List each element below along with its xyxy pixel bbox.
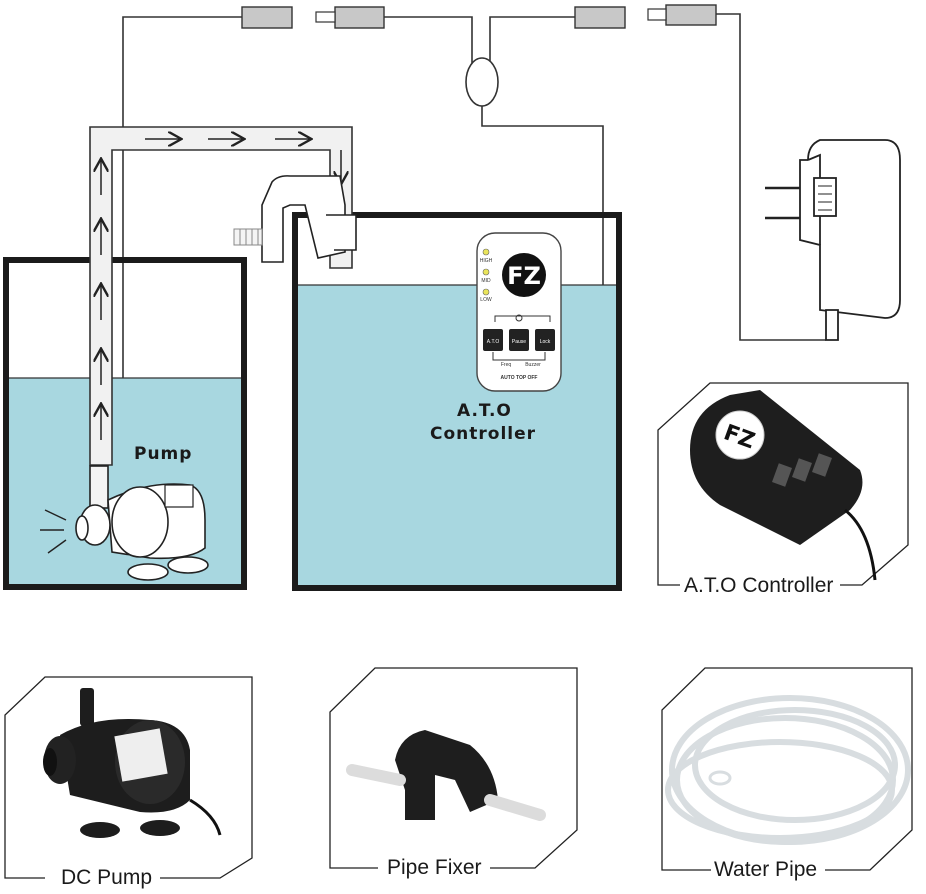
- dc-pump-caption: DC Pump: [58, 866, 156, 890]
- water-level-sensor-3: [574, 6, 626, 29]
- water-level-sensor-2: [315, 6, 385, 29]
- level-label-high: HIGH: [480, 258, 493, 264]
- panel-footer-text: AUTO TOP OFF: [501, 375, 538, 381]
- panel-button-ato: A.T.O: [483, 329, 503, 351]
- pipe-fixer-photo: [346, 730, 546, 821]
- svg-text:A.T.O: A.T.O: [487, 339, 500, 345]
- water-level-sensor-1: [241, 6, 293, 29]
- svg-text:Lock: Lock: [540, 339, 551, 345]
- panel-button-lock: Lock: [535, 329, 555, 351]
- level-label-mid: MID: [481, 278, 491, 284]
- ato-controller-caption: A.T.O Controller: [681, 574, 837, 598]
- callout-frames: [4, 382, 913, 879]
- panel-button-pause: Pause: [509, 329, 529, 351]
- water-pipe-photo: [665, 695, 911, 845]
- svg-text:Pause: Pause: [512, 339, 526, 345]
- controller-label-line1: A.T.O: [457, 401, 512, 421]
- panel-sub-label-buzzer: Buzzer: [525, 362, 541, 368]
- ato-controller-panel: FZ HIGH MID LOW A.T.O Pause Lock Freq Bu…: [476, 232, 562, 392]
- fz-logo-text: FZ: [507, 262, 541, 290]
- panel-sub-label-freq: Freq: [501, 362, 512, 368]
- water-level-sensor-4: [647, 4, 717, 26]
- level-indicators: HIGH MID LOW: [480, 248, 493, 303]
- pipe-holder-clip: [233, 175, 357, 263]
- power-adapter: [765, 139, 901, 341]
- ato-controller-photo: FZ: [690, 390, 877, 581]
- submersible-pump: [40, 465, 209, 581]
- level-label-low: LOW: [480, 297, 492, 303]
- controller-logo-circle: [715, 410, 765, 460]
- dc-pump-photo: [43, 688, 222, 838]
- fz-logo-circle: [502, 253, 546, 297]
- pipe-fixer-caption: Pipe Fixer: [384, 856, 485, 880]
- controller-label-line2: Controller: [430, 424, 537, 444]
- pump-label: Pump: [134, 444, 193, 464]
- wire-junction: [465, 57, 499, 107]
- display-tank: [292, 212, 622, 591]
- water-pipe-caption: Water Pipe: [711, 858, 821, 882]
